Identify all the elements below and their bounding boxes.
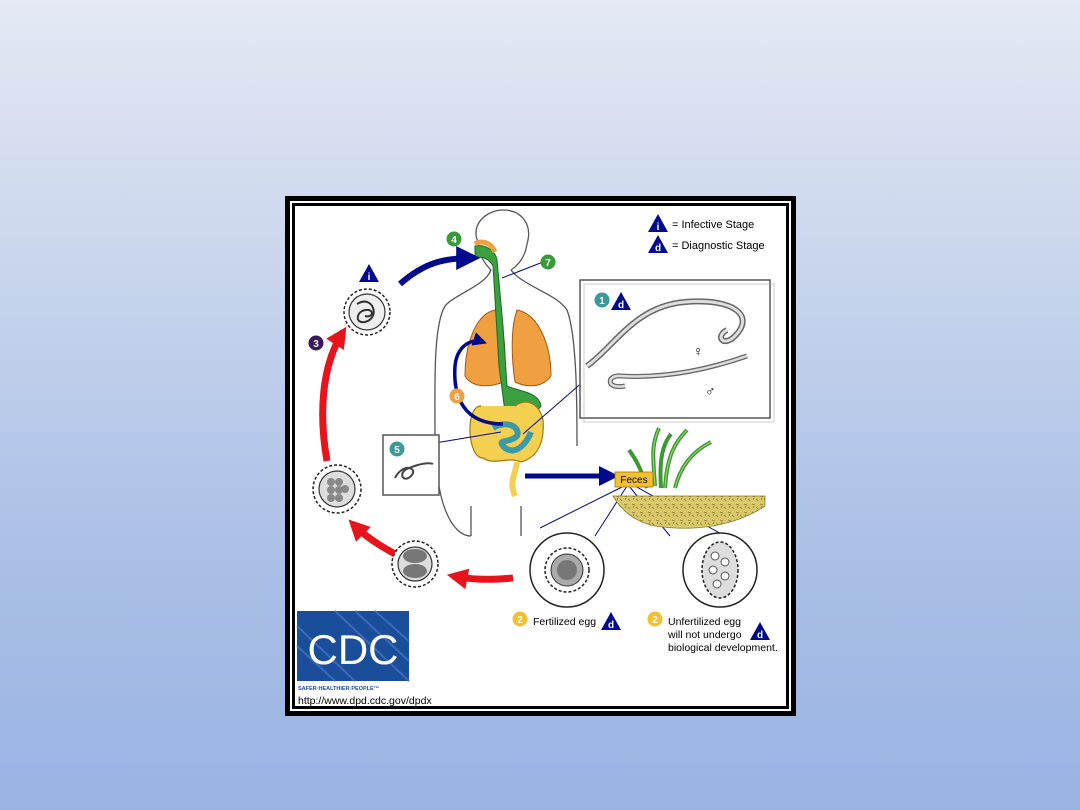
diagnostic-stage-label: = Diagnostic Stage [672,240,765,252]
figure-canvas: i = Infective Stage d = Diagnostic Stage [295,206,786,706]
lifecycle-figure-frame: i = Infective Stage d = Diagnostic Stage [285,196,796,716]
ascaris-lifecycle-diagram: i = Infective Stage d = Diagnostic Stage [296,209,778,706]
diagnostic-glyph: d [655,243,661,254]
badge-1 [594,292,610,308]
badge-4-label: 4 [451,235,457,246]
cdc-logo: CDC SAFER·HEALTHIER·PEOPLE™ [296,610,410,692]
female-symbol: ♀ [693,343,704,359]
badge-3 [308,335,324,351]
egg-cleavage-multi [312,464,362,514]
badge-5 [389,441,405,457]
embryonated-egg [343,288,391,336]
soil-and-grass [612,427,766,529]
unfertilized-egg [682,532,758,608]
cdc-logo-tagline: SAFER·HEALTHIER·PEOPLE™ [298,686,379,692]
badge-3-label: 3 [313,339,319,350]
badge-2-unfertilized [647,611,663,627]
arrow-red-2 [348,519,397,558]
diagnostic-marker-adult-glyph: d [618,300,624,311]
cdc-logo-text: CDC [308,626,399,673]
arrow-ingestion [398,246,481,287]
feces-tag: Feces [614,471,654,488]
diagnostic-marker-fertilized-glyph: d [608,620,614,631]
arrow-larval-migration [453,332,504,426]
unfertilized-egg-line-1: Unfertilized egg [668,616,741,628]
diagnostic-marker-unfertilized-glyph: d [757,630,763,641]
infective-stage-label: = Infective Stage [672,219,754,231]
stage-badges: 4 7 3 6 i [308,231,556,404]
badge-7-label: 7 [545,258,551,269]
intestines [469,401,544,498]
badge-2-unfertilized-label: 2 [652,615,658,626]
badge-6 [449,388,465,404]
adult-worm-inset: 1 d ♀ ♂ [579,279,775,423]
badge-7 [540,254,556,270]
connector-lines [434,261,726,537]
badge-5-label: 5 [394,445,400,456]
badge-1-label: 1 [599,296,605,307]
lungs [464,309,552,387]
fertilized-egg-label: Fertilized egg [533,616,596,628]
badge-4 [446,231,462,247]
infective-marker-glyph: i [368,272,371,283]
larva-inset: 5 [382,434,440,496]
infective-stage-icon [648,214,668,232]
diagnostic-marker-unfertilized [750,622,770,640]
unfertilized-egg-line-3: biological development. [668,642,778,654]
unfertilized-egg-line-2: will not undergo [667,629,742,641]
infective-glyph: i [657,222,660,233]
feces-label: Feces [620,475,647,486]
badge-2-fertilized [512,611,528,627]
badge-6-label: 6 [454,392,460,403]
badge-2-fertilized-label: 2 [517,615,523,626]
digestive-tract-upper [473,239,542,416]
arrow-red-1 [446,568,514,590]
fertilized-egg [529,532,605,608]
source-url: http://www.dpd.cdc.gov/dpdx [298,695,432,706]
male-symbol: ♂ [705,383,716,399]
egg-cleavage-two-cell [391,540,439,588]
diagnostic-marker-fertilized [601,612,621,630]
figure-border: i = Infective Stage d = Diagnostic Stage [290,201,791,711]
infective-stage-marker [359,264,379,282]
legend: i = Infective Stage d = Diagnostic Stage [648,214,765,254]
diagnostic-stage-icon [648,235,668,253]
arrow-red-3 [319,326,347,462]
diagnostic-marker-adult [611,292,631,310]
